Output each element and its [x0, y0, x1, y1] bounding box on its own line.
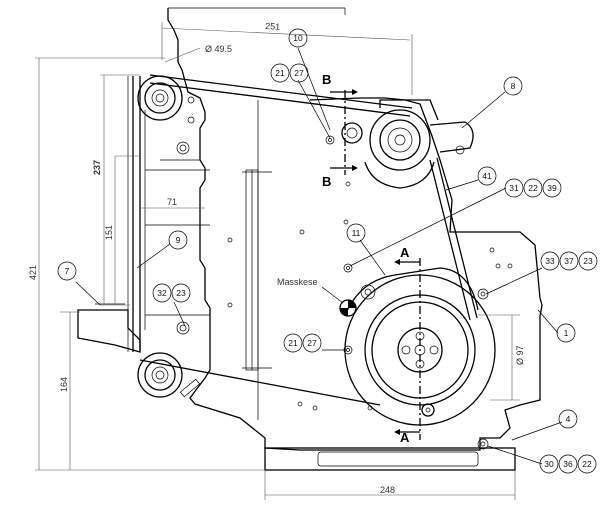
svg-text:11: 11	[352, 228, 361, 238]
svg-text:23: 23	[583, 256, 593, 266]
svg-text:4: 4	[566, 414, 571, 424]
svg-text:31: 31	[509, 183, 519, 193]
dim-pulley-dia: Ø 49.5	[205, 44, 232, 54]
svg-text:8: 8	[511, 81, 516, 91]
svg-text:27: 27	[307, 338, 317, 348]
balloon-33-37-23: 33 37 23	[540, 251, 598, 271]
section-b-bottom: B	[322, 174, 331, 189]
dim-top-width: 251	[265, 21, 281, 32]
dim-total-height: 421	[28, 265, 38, 280]
balloon-7: 7	[57, 261, 77, 281]
svg-text:41: 41	[482, 171, 492, 181]
svg-text:10: 10	[293, 33, 303, 43]
bottom-left-pulley	[137, 352, 201, 398]
section-b-top: B	[322, 72, 331, 87]
dim-mid-width: 71	[167, 197, 177, 207]
svg-text:33: 33	[545, 256, 555, 266]
balloon-21-27-upper: 21 27	[270, 63, 309, 83]
dimension-lines	[35, 22, 520, 500]
balloon-30-36-22: 30 36 22	[539, 454, 597, 474]
plate-holes	[176, 141, 513, 450]
svg-text:36: 36	[563, 459, 573, 469]
balloon-1: 1	[556, 323, 576, 343]
svg-text:27: 27	[294, 68, 304, 78]
vertical-rail	[242, 100, 272, 420]
masskese-label: Masskese	[277, 277, 318, 287]
svg-text:1: 1	[564, 328, 569, 338]
balloon-9: 9	[168, 230, 188, 250]
base-plate	[77, 303, 516, 471]
svg-text:32: 32	[157, 288, 167, 298]
svg-text:22: 22	[582, 459, 592, 469]
balloon-21-27-lower: 21 27	[283, 333, 322, 353]
balloon-41: 41	[477, 166, 497, 186]
svg-text:21: 21	[288, 338, 298, 348]
balloon-31-22-39: 31 22 39	[504, 178, 562, 198]
section-markers: B B A A	[322, 72, 421, 445]
left-frame	[127, 76, 210, 352]
leader-lines	[75, 47, 563, 465]
top-left-pulley	[137, 75, 195, 124]
section-a-top: A	[400, 245, 410, 260]
dimension-labels: 251 Ø 49.5 237 151 71 421 164 Ø 97 248	[28, 21, 525, 495]
dim-mid-height: 151	[104, 225, 114, 240]
belt	[139, 74, 478, 406]
balloon-11: 11	[346, 223, 366, 243]
balloon-10: 10	[288, 28, 308, 48]
svg-text:22: 22	[528, 183, 538, 193]
section-a-bottom: A	[400, 430, 410, 445]
svg-text:7: 7	[65, 266, 70, 276]
svg-text:9: 9	[176, 235, 181, 245]
svg-text:37: 37	[564, 256, 574, 266]
svg-text:21: 21	[275, 68, 285, 78]
dim-bottom-height: 164	[59, 377, 69, 392]
balloon-8: 8	[503, 76, 523, 96]
balloon-4: 4	[558, 409, 578, 429]
svg-text:39: 39	[547, 183, 557, 193]
svg-text:30: 30	[544, 459, 554, 469]
svg-text:23: 23	[176, 288, 186, 298]
balloons: 10 21 27 8 41 31 22 39 11	[57, 28, 598, 474]
upper-right-pulley	[364, 99, 474, 189]
balloon-32-23: 32 23	[152, 283, 191, 303]
dim-upper-height: 237	[92, 160, 102, 175]
dim-side-dia: Ø 97	[515, 345, 525, 365]
dim-base-width: 248	[380, 485, 395, 495]
masskese-marker	[321, 286, 357, 317]
tension-arm	[325, 122, 363, 145]
main-plate	[167, 7, 543, 451]
